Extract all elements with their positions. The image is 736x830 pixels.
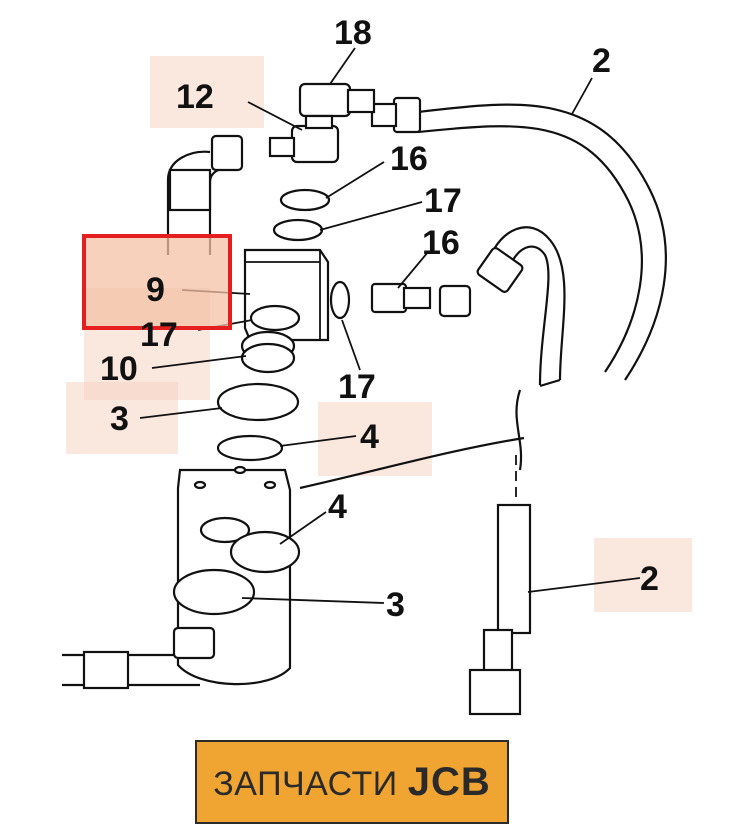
hose-middle-loop[interactable] xyxy=(476,226,566,471)
callout-2-lower[interactable]: 2 xyxy=(640,560,659,598)
hydraulic-parts-diagram: 18 2 12 16 17 16 9 17 17 10 3 4 4 2 3 xyxy=(62,14,692,716)
callout-4-upper[interactable]: 4 xyxy=(360,418,379,456)
washer-17-left[interactable] xyxy=(249,304,301,332)
nut-3-upper[interactable] xyxy=(216,382,300,422)
tube-line xyxy=(299,436,525,490)
fitting-12[interactable] xyxy=(268,114,340,164)
hose-left-bottom[interactable] xyxy=(62,626,216,690)
callout-3-upper[interactable]: 3 xyxy=(110,400,129,438)
highlight-pad-3 xyxy=(66,382,178,454)
fitting-18[interactable] xyxy=(298,82,376,118)
logo-prefix: ЗАПЧАСТИ xyxy=(213,764,398,803)
nut-3-lower[interactable] xyxy=(172,568,256,616)
selected-callout-box[interactable] xyxy=(82,234,232,330)
brand-logo-text: ЗАПЧАСТИ JCB xyxy=(213,760,490,805)
washer-17-right[interactable] xyxy=(329,280,351,320)
leader-10 xyxy=(151,355,247,369)
callout-16-upper[interactable]: 16 xyxy=(390,140,428,178)
leader-3-lower xyxy=(241,597,385,604)
hose-2-lower[interactable] xyxy=(468,455,532,716)
callout-17-upper[interactable]: 17 xyxy=(424,182,462,220)
leader-17-right xyxy=(341,319,361,371)
leader-12 xyxy=(247,101,303,131)
washer-17-upper[interactable] xyxy=(272,218,324,242)
leader-2-lower xyxy=(527,577,641,593)
highlight-pad-2 xyxy=(594,538,692,612)
leader-18 xyxy=(329,47,356,85)
callout-17-right[interactable]: 17 xyxy=(338,368,376,406)
hose-left-vertical[interactable] xyxy=(166,134,244,255)
leader-17-upper xyxy=(319,201,423,231)
callout-16-right[interactable]: 16 xyxy=(422,224,460,262)
leader-3-upper xyxy=(139,407,223,419)
callout-18[interactable]: 18 xyxy=(334,14,372,52)
seal-16-upper[interactable] xyxy=(279,188,331,212)
callout-17-left[interactable]: 17 xyxy=(140,316,178,354)
callout-12[interactable]: 12 xyxy=(176,78,214,116)
fitting-16-right[interactable] xyxy=(370,282,472,318)
selected-callout-fill xyxy=(84,236,230,328)
leader-16-upper xyxy=(325,161,385,199)
leader-4-upper xyxy=(279,435,357,447)
nut-10[interactable] xyxy=(240,330,296,374)
logo-brand: JCB xyxy=(407,759,491,804)
callout-3-lower[interactable]: 3 xyxy=(386,586,405,624)
callout-9[interactable]: 9 xyxy=(146,271,165,309)
leader-16-right xyxy=(397,251,429,289)
washer-4-upper[interactable] xyxy=(216,434,284,462)
brand-logo-banner[interactable]: ЗАПЧАСТИ JCB xyxy=(195,740,509,824)
callout-4-lower[interactable]: 4 xyxy=(328,488,347,526)
hose-2-upper[interactable] xyxy=(370,96,667,381)
leader-4-lower xyxy=(279,511,327,545)
callout-10[interactable]: 10 xyxy=(100,350,138,388)
highlight-pad-12 xyxy=(150,56,264,128)
callout-2-upper[interactable]: 2 xyxy=(592,42,611,80)
leader-2-upper xyxy=(571,77,593,115)
